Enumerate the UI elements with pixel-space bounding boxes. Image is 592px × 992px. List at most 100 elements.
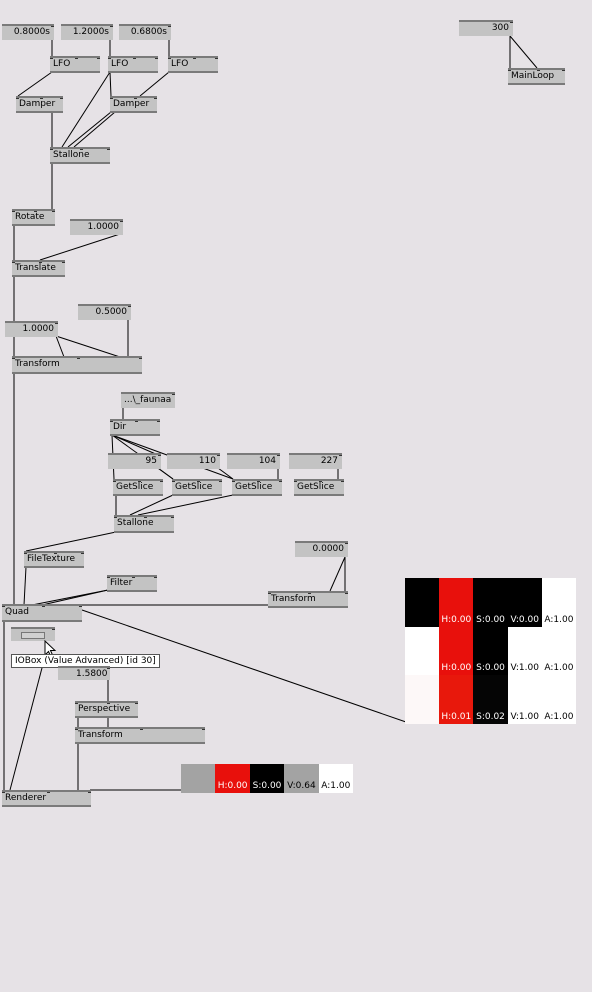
pin[interactable] [257,481,260,482]
pin[interactable] [308,593,311,594]
lfo-node-3[interactable]: LFO [168,56,218,73]
pin[interactable] [202,729,205,730]
damper-node-2[interactable]: Damper [110,96,157,113]
slice-index-iobox-2[interactable]: 110 [167,453,220,469]
pin[interactable] [54,553,57,554]
pin[interactable] [51,26,54,27]
pin[interactable] [128,306,131,307]
rotate-node[interactable]: Rotate [12,209,55,226]
pin[interactable] [217,455,220,456]
pin[interactable] [294,481,297,482]
pin[interactable] [134,98,137,99]
pin[interactable] [168,58,171,59]
filter-node[interactable]: Filter [107,575,157,592]
pin[interactable] [2,792,5,793]
pin[interactable] [133,58,136,59]
pin[interactable] [113,481,116,482]
pin[interactable] [107,577,110,578]
pin[interactable] [107,149,110,150]
mainloop-fps-iobox[interactable]: 300 [459,20,513,36]
pin[interactable] [62,262,65,263]
pin[interactable] [12,358,15,359]
pin[interactable] [47,792,50,793]
pin[interactable] [144,517,147,518]
slice-index-iobox-3[interactable]: 104 [227,453,280,469]
pin[interactable] [40,98,43,99]
pin[interactable] [139,358,142,359]
pin[interactable] [75,729,78,730]
pin[interactable] [88,792,91,793]
pin[interactable] [339,455,342,456]
translate-value-iobox[interactable]: 1.0000 [70,219,123,235]
pin[interactable] [157,421,160,422]
pin[interactable] [279,481,282,482]
pin[interactable] [52,211,55,212]
filetexture-node[interactable]: FileTexture [24,551,84,568]
pin[interactable] [77,358,80,359]
pin[interactable] [81,553,84,554]
getslice-node-4[interactable]: GetSlice [294,479,344,496]
pin[interactable] [219,481,222,482]
getslice-node-2[interactable]: GetSlice [172,479,222,496]
pin[interactable] [110,421,113,422]
pin[interactable] [319,481,322,482]
pin[interactable] [16,98,19,99]
pin[interactable] [120,221,123,222]
pin[interactable] [79,606,82,607]
pin[interactable] [171,517,174,518]
pin[interactable] [193,58,196,59]
transform-node-1[interactable]: Transform [12,356,142,374]
pin[interactable] [75,703,78,704]
lfo-node-2[interactable]: LFO [108,56,158,73]
perspective-node[interactable]: Perspective [75,701,138,718]
pin[interactable] [107,703,110,704]
pin[interactable] [508,70,511,71]
transform-node-3[interactable]: Transform [75,727,205,744]
pin[interactable] [34,211,37,212]
pin[interactable] [345,593,348,594]
quad-node[interactable]: Quad [2,604,82,622]
slice-index-iobox-1[interactable]: 95 [108,453,161,469]
pin[interactable] [510,22,513,23]
dir-node[interactable]: Dir [110,419,160,436]
pin[interactable] [168,26,171,27]
pin[interactable] [97,58,100,59]
slice-index-iobox-4[interactable]: 227 [289,453,342,469]
pin[interactable] [75,58,78,59]
stallone-node-2[interactable]: Stallone [114,515,174,533]
pin[interactable] [114,517,117,518]
pin[interactable] [12,262,15,263]
color-iobox-large[interactable]: H:0.00 S:0.00 V:0.00 A:1.00 H:0.00 S:0.0… [405,578,577,725]
pin[interactable] [154,577,157,578]
pin[interactable] [108,58,111,59]
pin[interactable] [562,70,565,71]
color-iobox-small[interactable]: H:0.00 S:0.00 V:0.64 A:1.00 [181,764,354,793]
period-iobox-3[interactable]: 0.6800s [119,24,171,40]
perspective-value-iobox[interactable]: 1.5800 [58,666,110,680]
period-iobox-2[interactable]: 1.2000s [61,24,113,40]
pin[interactable] [341,481,344,482]
pin[interactable] [154,98,157,99]
transform-value-iobox-b[interactable]: 0.5000 [78,304,131,320]
pin[interactable] [42,606,45,607]
getslice-node-3[interactable]: GetSlice [232,479,282,496]
pin[interactable] [172,481,175,482]
pin[interactable] [110,98,113,99]
pin[interactable] [50,58,53,59]
mainloop-node[interactable]: MainLoop [508,68,565,85]
pin[interactable] [55,323,58,324]
pin[interactable] [52,629,55,630]
pin[interactable] [345,543,348,544]
transform-node-2[interactable]: Transform [268,591,348,608]
pin[interactable] [160,481,163,482]
pin[interactable] [110,26,113,27]
pin[interactable] [155,58,158,59]
pin[interactable] [232,481,235,482]
pin[interactable] [197,481,200,482]
period-iobox-1[interactable]: 0.8000s [2,24,54,40]
pin[interactable] [107,668,110,669]
pin[interactable] [60,98,63,99]
pin[interactable] [135,421,138,422]
pin[interactable] [268,593,271,594]
renderer-node[interactable]: Renderer [2,790,91,807]
